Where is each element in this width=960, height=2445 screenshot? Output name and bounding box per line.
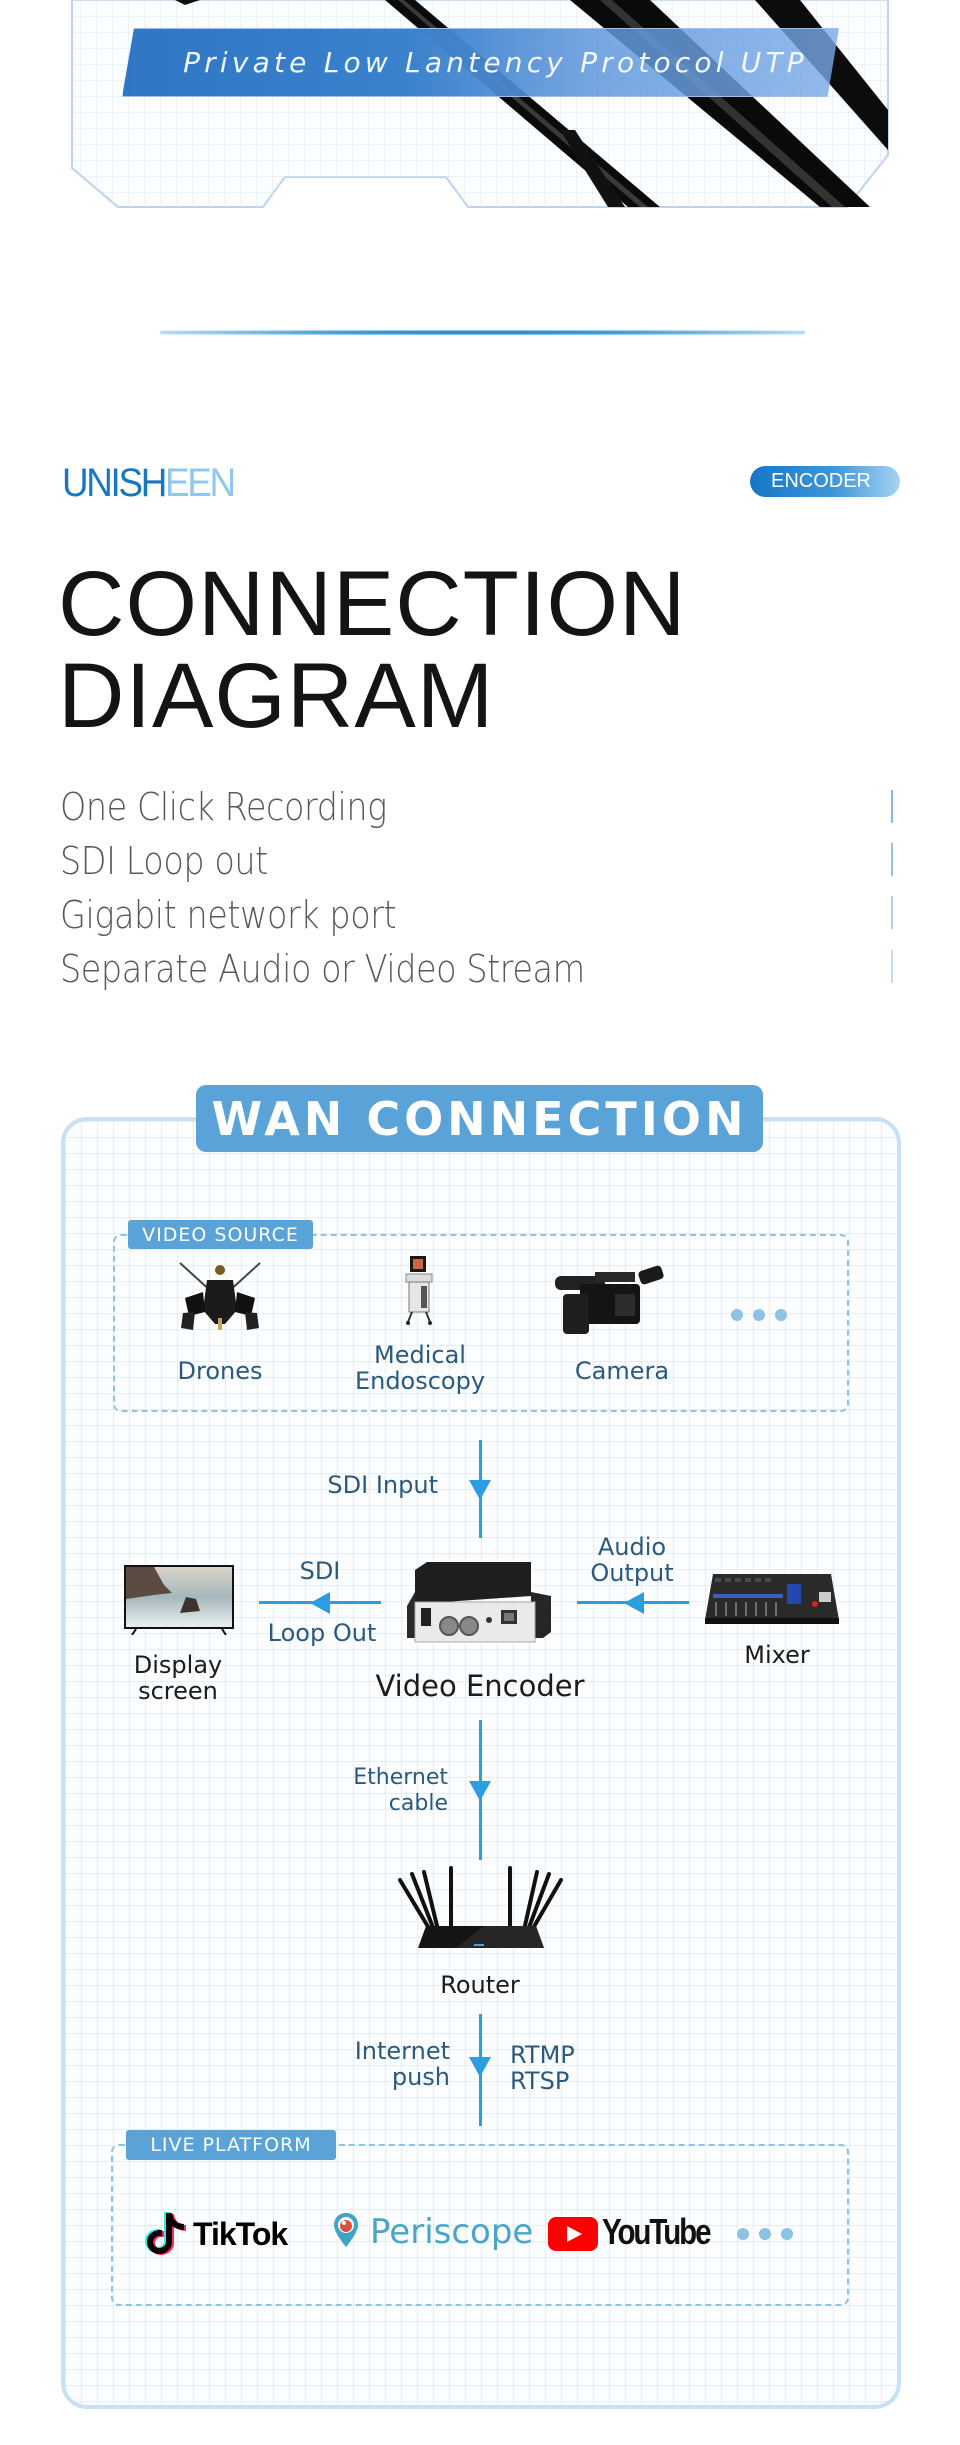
arrow-down-icon	[469, 1781, 491, 1801]
display-screen-icon	[124, 1565, 234, 1635]
mixer-label: Mixer	[744, 1641, 810, 1669]
medical-endoscopy-icon	[405, 1256, 433, 1325]
feature-item: Gigabit network port	[60, 893, 397, 937]
youtube-logo-icon	[548, 2217, 598, 2251]
ethernet-label-line1: Ethernet	[353, 1765, 448, 1790]
arrow-left-icon	[624, 1592, 644, 1614]
protocol-rtsp: RTSP	[510, 2067, 570, 2095]
page-title-line2: DIAGRAM	[58, 645, 495, 747]
feature-bar	[891, 896, 893, 929]
protocol-banner: Private Low Lantency Protocol UTP	[122, 28, 839, 97]
tiktok-logo-icon	[145, 2212, 186, 2255]
internet-push-label: Internet push	[320, 2038, 450, 2090]
periscope-logo-icon	[334, 2213, 358, 2247]
protocol-hero-image: Private Low Lantency Protocol UTP	[0, 0, 960, 215]
brand-logo-dark: UNISH	[62, 461, 167, 505]
display-label-line1: Display	[133, 1651, 223, 1679]
router-icon	[398, 1866, 563, 1948]
router-label: Router	[440, 1971, 520, 1999]
tiktok-label: TikTok	[193, 2216, 288, 2252]
medical-label-line2: Endoscopy	[354, 1367, 486, 1395]
ethernet-label-line2: cable	[388, 1791, 448, 1816]
more-platforms-icon	[737, 2228, 793, 2240]
section-divider	[160, 330, 805, 335]
ethernet-cable-label: Ethernet cable	[320, 1765, 448, 1817]
feature-item: Separate Audio or Video Stream	[60, 947, 585, 991]
camera-label: Camera	[574, 1357, 670, 1385]
arrow-down-icon	[469, 2057, 491, 2077]
video-encoder-label: Video Encoder	[375, 1669, 585, 1703]
internet-label-line1: Internet	[354, 2037, 450, 2065]
protocols-label: RTMP RTSP	[510, 2042, 630, 2094]
loop-out-label: Loop Out	[267, 1619, 377, 1647]
camcorder-icon	[555, 1265, 664, 1334]
more-sources-icon	[731, 1309, 787, 1321]
video-encoder-device	[407, 1562, 551, 1643]
live-platform-group	[111, 2144, 849, 2306]
brand-logo: UNISHEEN	[62, 461, 236, 505]
feature-item: SDI Loop out	[60, 839, 268, 883]
live-platform-tag: LIVE PLATFORM	[126, 2130, 336, 2160]
video-source-group	[113, 1234, 849, 1412]
protocol-rtmp: RTMP	[510, 2041, 575, 2069]
category-badge: ENCODER	[750, 466, 900, 497]
internet-label-line2: push	[391, 2063, 450, 2091]
page-title: CONNECTION DIAGRAM	[58, 558, 686, 742]
video-source-tag: VIDEO SOURCE	[128, 1220, 313, 1249]
audio-mixer-icon	[705, 1574, 839, 1624]
medical-endoscopy-label: Medical Endoscopy	[340, 1342, 500, 1394]
drone-icon	[179, 1262, 261, 1330]
drones-label: Drones	[177, 1357, 263, 1385]
sdi-label: SDI	[299, 1557, 341, 1585]
youtube-label: YouTube	[602, 2211, 712, 2252]
display-screen-label: Display screen	[118, 1652, 238, 1704]
audio-label-line1: Audio	[597, 1533, 667, 1561]
feature-bar	[891, 843, 893, 876]
feature-bar	[891, 950, 893, 983]
sdi-input-label: SDI Input	[327, 1471, 438, 1499]
feature-bar	[891, 790, 893, 823]
arrow-left-icon	[310, 1592, 330, 1614]
medical-label-line1: Medical	[374, 1341, 466, 1369]
arrow-down-icon	[469, 1480, 491, 1500]
page-title-line1: CONNECTION	[58, 553, 687, 655]
audio-label-line2: Output	[590, 1559, 674, 1587]
diagram-title: WAN CONNECTION	[196, 1085, 763, 1152]
feature-item: One Click Recording	[60, 785, 387, 829]
brand-logo-light: EEN	[164, 461, 236, 505]
protocol-banner-text: Private Low Lantency Protocol UTP	[183, 46, 808, 79]
display-label-line2: screen	[138, 1677, 218, 1705]
periscope-label: Periscope	[370, 2212, 534, 2252]
audio-output-label: Audio Output	[582, 1534, 682, 1586]
